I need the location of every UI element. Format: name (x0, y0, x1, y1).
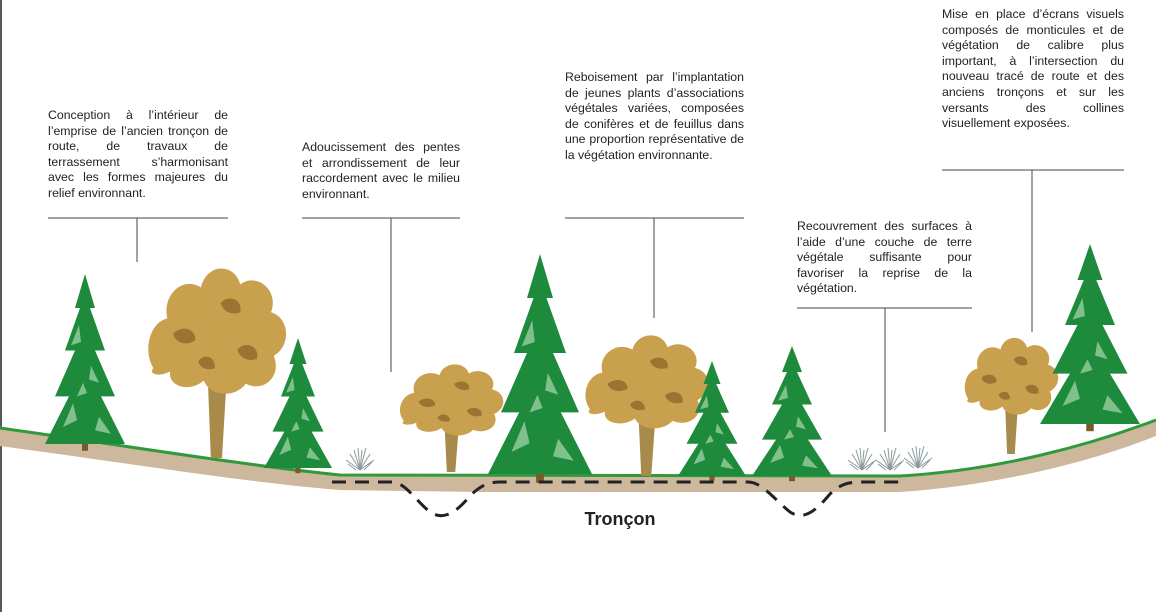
annotation-topsoil: Recouvrement des surfaces à l’aide d’une… (797, 219, 972, 296)
section-label: Tronçon (584, 509, 656, 529)
deciduous-tree (399, 364, 504, 472)
old-road-profile (332, 480, 905, 518)
annotation-relief: Conception à l’intérieur de l’emprise de… (48, 108, 228, 200)
conifer-tree (752, 346, 832, 482)
leader-lines (48, 169, 1124, 432)
conifer-tree (1040, 244, 1140, 432)
annotation-slopes: Adoucissement des pentes et arrondisseme… (302, 140, 460, 201)
shrub (903, 445, 933, 469)
shrub (847, 447, 877, 471)
vegetation (45, 244, 1140, 483)
annotation-screens: Mise en place d’écrans visuels composés … (942, 7, 1124, 131)
conifer-tree (488, 254, 592, 483)
conifer-tree (45, 274, 125, 451)
deciduous-tree (964, 337, 1059, 454)
deciduous-tree (585, 335, 709, 476)
grass-line (0, 418, 1156, 478)
shrub (875, 447, 905, 471)
annotation-reforestation: Reboisement par l’implantation de jeunes… (565, 70, 744, 162)
ground-profile (0, 420, 1156, 492)
deciduous-tree (148, 268, 287, 458)
shrub (345, 447, 375, 471)
